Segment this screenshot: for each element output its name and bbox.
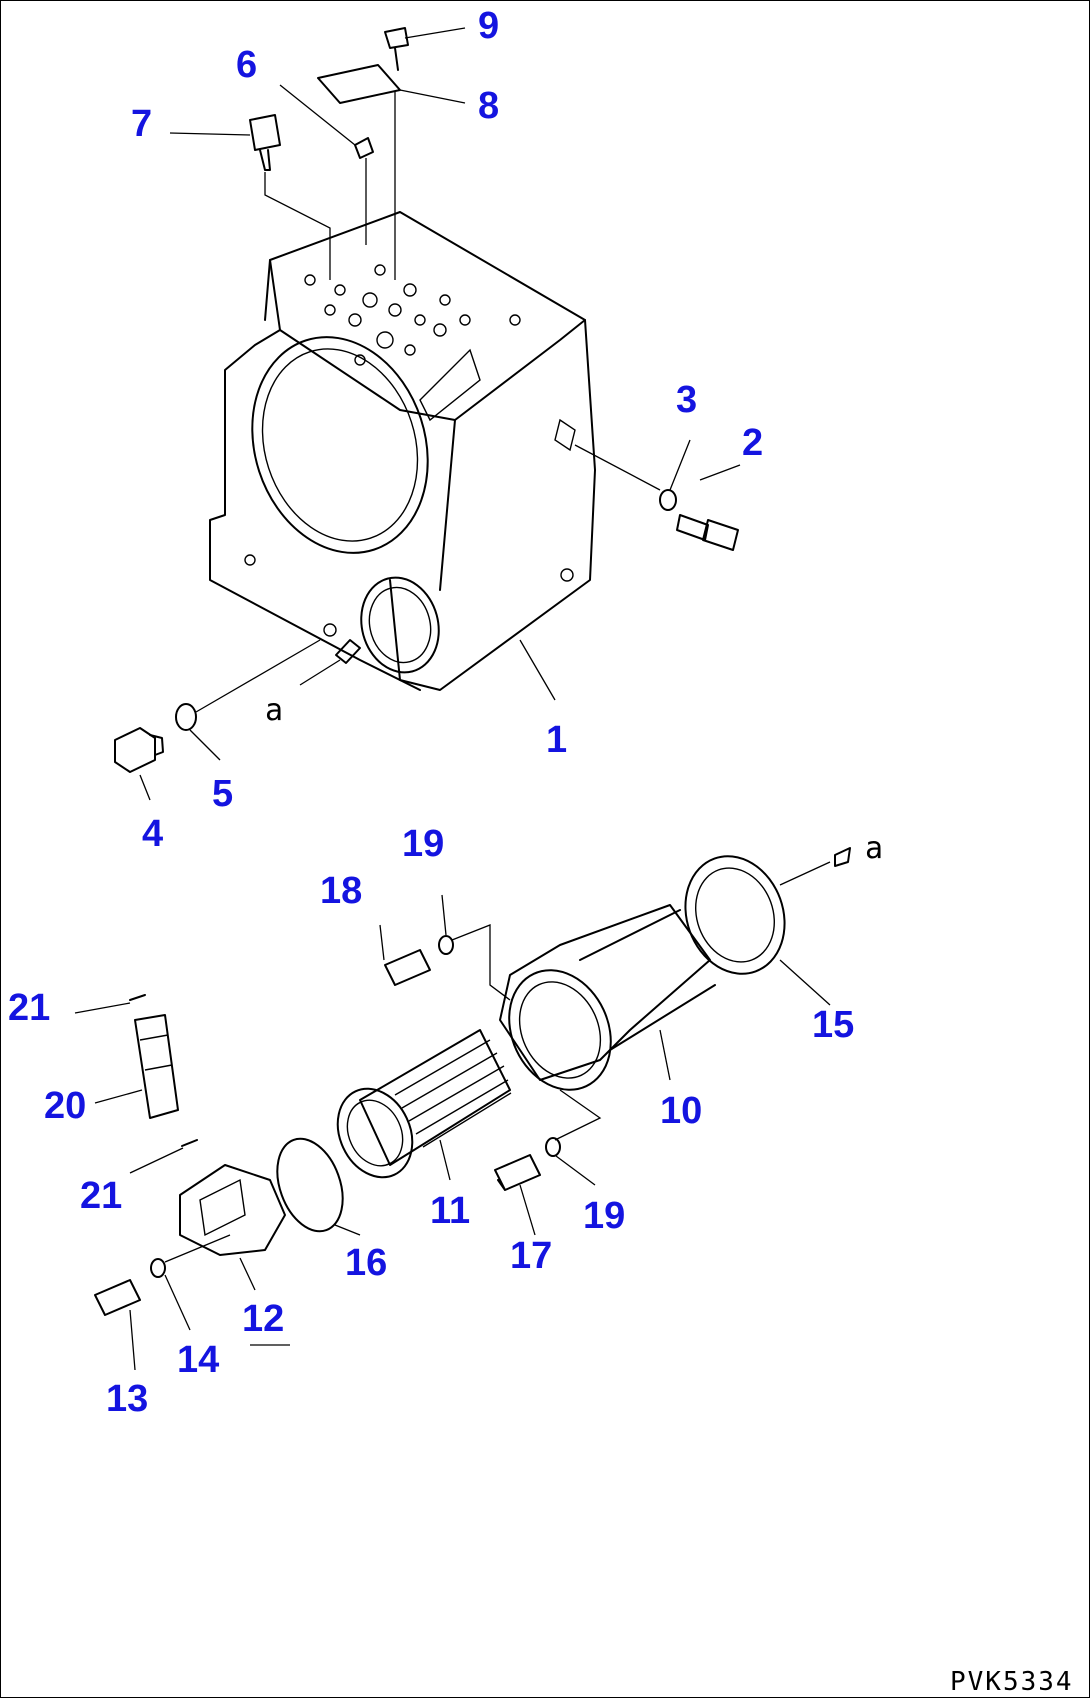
callout-5: 5 — [212, 773, 233, 815]
callout-18: 18 — [320, 870, 362, 912]
callout-4: 4 — [142, 813, 163, 855]
callout-15: 15 — [812, 1004, 854, 1046]
callout-2: 2 — [742, 422, 763, 464]
callout-20: 20 — [44, 1085, 86, 1127]
view-arrow-a2 — [834, 847, 851, 867]
part-13-bolt — [94, 1279, 141, 1316]
leader-lines — [74, 27, 831, 1371]
view-arrow-a1 — [335, 639, 361, 664]
part-4-plug — [114, 727, 164, 773]
part-17-bolt — [494, 1154, 541, 1191]
callout-8: 8 — [478, 85, 499, 127]
callout-21-lower: 21 — [80, 1175, 122, 1217]
callout-13: 13 — [106, 1378, 148, 1420]
part-11-filter-element — [336, 1029, 512, 1179]
part-19-washer-lower — [545, 1137, 561, 1157]
callout-10: 10 — [660, 1090, 702, 1132]
part-8-cover — [317, 64, 401, 104]
part-14-washer — [150, 1258, 166, 1278]
part-6-plug — [354, 137, 374, 159]
part-10-filter-case — [499, 904, 716, 1091]
callout-16: 16 — [345, 1242, 387, 1284]
callout-9: 9 — [478, 5, 499, 47]
view-ref-a-lower: a — [865, 831, 883, 866]
part-12-cover — [179, 1164, 286, 1256]
part-5-o-ring — [175, 703, 197, 731]
part-7-sensor — [249, 114, 281, 171]
callout-11: 11 — [430, 1190, 470, 1232]
part-18-bolt — [384, 949, 431, 986]
drawing-code: PVK5334 — [950, 1667, 1074, 1697]
part-16-o-ring — [276, 1137, 344, 1233]
part-2-bolt — [676, 514, 739, 551]
part-21-ring-lower — [181, 1139, 198, 1147]
callout-3: 3 — [676, 379, 697, 421]
callout-7: 7 — [131, 103, 152, 145]
callout-14: 14 — [177, 1339, 219, 1381]
callout-12: 12 — [242, 1298, 284, 1340]
part-3-washer — [659, 489, 677, 511]
callout-19-lower: 19 — [583, 1195, 625, 1237]
callout-17: 17 — [510, 1235, 552, 1277]
part-21-ring-upper — [129, 994, 146, 1001]
part-1-case — [209, 211, 596, 691]
part-20-solenoid — [134, 1014, 179, 1119]
part-19-washer-upper — [438, 935, 454, 955]
callout-19-upper: 19 — [402, 823, 444, 865]
callout-21-upper: 21 — [8, 987, 50, 1029]
view-ref-a-upper: a — [265, 693, 283, 728]
callout-6: 6 — [236, 44, 257, 86]
part-15-gasket — [684, 855, 786, 975]
part-9-bolt — [384, 27, 409, 71]
callout-1: 1 — [546, 719, 567, 761]
